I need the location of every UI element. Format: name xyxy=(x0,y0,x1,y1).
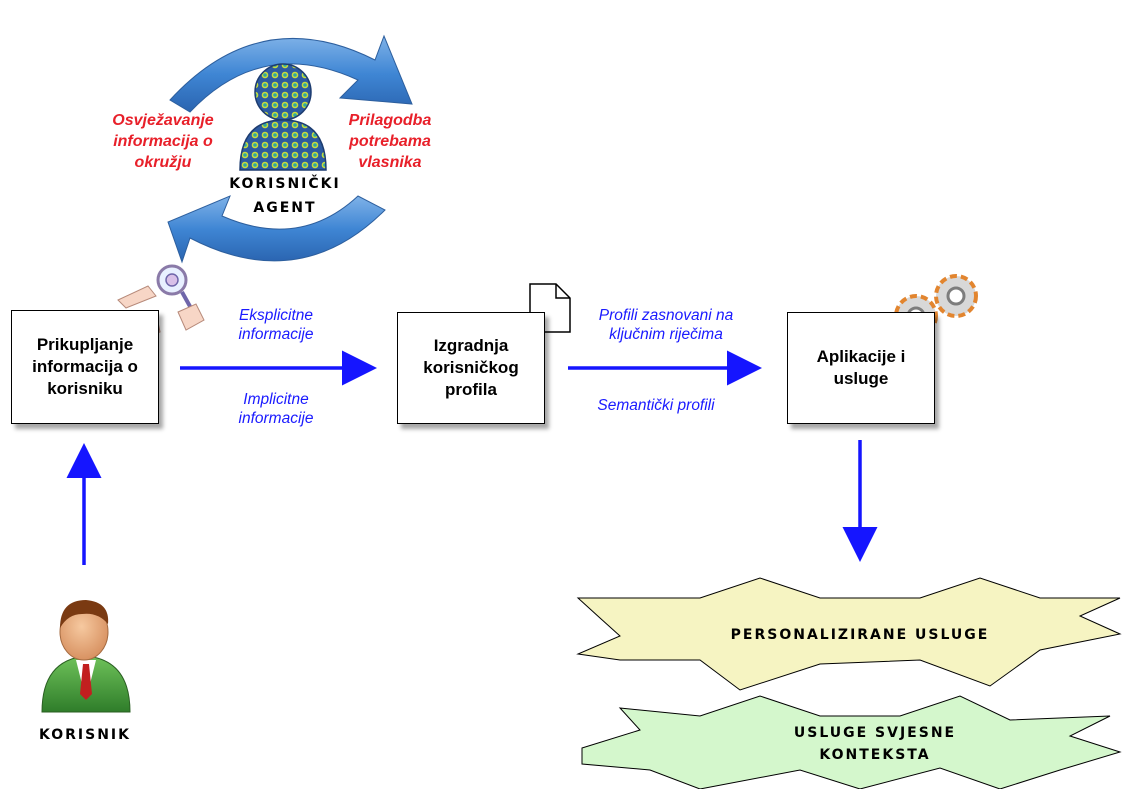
agent-right-note: Prilagodba potrebama vlasnika xyxy=(348,112,432,171)
edge-label-keyword: Profili zasnovani na ključnim riječima xyxy=(598,307,734,343)
cycle-arrow-top xyxy=(169,34,413,113)
edge-label-semantic: Semantički profili xyxy=(597,397,715,414)
build-box: Izgradnja korisničkog profila xyxy=(397,312,545,424)
edge-label-implicit: Implicitne informacije xyxy=(238,391,314,427)
collect-box: Prikupljanje informacija o korisniku xyxy=(11,310,159,424)
context-aware-services-label: USLUGE SVJESNE KONTEKSTA xyxy=(793,725,957,763)
user-label: KORISNIK xyxy=(39,727,131,743)
personalized-services-label: PERSONALIZIRANE USLUGE xyxy=(730,627,990,643)
agent-label: KORISNIČKI AGENT xyxy=(229,176,341,216)
personalized-services-star xyxy=(576,577,1122,691)
context-aware-services-star xyxy=(581,695,1122,789)
user-figure-icon xyxy=(41,600,131,713)
edge-label-explicit: Eksplicitne informacije xyxy=(238,307,314,343)
apps-box: Aplikacije i usluge xyxy=(787,312,935,424)
agent-figure-icon xyxy=(239,63,327,171)
agent-left-note: Osvježavanje informacija o okružju xyxy=(112,112,214,171)
cycle-arrow-bottom xyxy=(167,195,386,264)
